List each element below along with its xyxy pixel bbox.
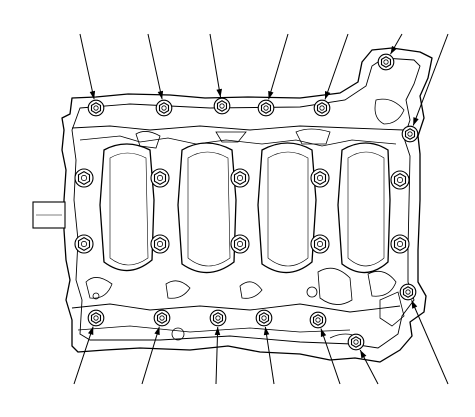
leader-lower-6-arrowhead	[360, 350, 367, 359]
perimeter-bolt-lower-3	[209, 309, 227, 327]
block-outer-outline	[61, 47, 433, 363]
perimeter-bolt-lower-1	[87, 309, 105, 327]
leader-lower-5-arrowhead	[320, 328, 327, 337]
bearing-bolt-10-center	[396, 240, 404, 248]
bearing-bolt-6-center	[80, 240, 88, 248]
leader-lower-3	[215, 326, 219, 385]
perimeter-bolt-lower-7	[399, 283, 417, 301]
casting-details	[85, 98, 405, 341]
perimeter-bolt-upper-4-center	[263, 105, 269, 111]
bearing-bolt-10	[390, 234, 410, 254]
leader-upper-4	[268, 33, 289, 100]
perimeter-bolt-lower-4-center	[261, 315, 267, 321]
perimeter-bolt-lower-1-center	[93, 315, 99, 321]
perimeter-bolt-upper-5	[313, 99, 331, 117]
bearing-bolt-1	[74, 168, 94, 188]
perimeter-bolt-upper-1	[87, 99, 105, 117]
leader-lower-4-arrowhead	[263, 326, 270, 336]
bearing-bolt-3-center	[236, 174, 244, 182]
leader-upper-1	[79, 33, 95, 100]
cylinder-opening-1	[99, 143, 155, 272]
perimeter-bolt-upper-2	[155, 99, 173, 117]
bottom-rail	[71, 303, 401, 313]
bearing-bolt-1-center	[80, 174, 88, 182]
leader-upper-3-arrowhead	[216, 88, 222, 98]
cylinder-opening-3	[257, 142, 317, 274]
bearing-bolt-9-center	[316, 240, 324, 248]
perimeter-bolt-upper-1-center	[93, 105, 99, 111]
bottom-rail-lower	[77, 325, 351, 333]
bearing-bolt-2	[150, 168, 170, 188]
perimeter-bolt-upper-7	[401, 125, 419, 143]
leader-upper-2-arrowhead	[157, 90, 164, 100]
perimeter-bolt-lower-6-center	[353, 339, 359, 345]
perimeter-bolt-lower-2-center	[159, 315, 165, 321]
bearing-bolt-4	[310, 168, 330, 188]
bolt-layer	[74, 53, 419, 351]
perimeter-bolt-upper-2-center	[161, 105, 167, 111]
top-rail	[71, 125, 405, 131]
leader-lower-1-arrowhead	[88, 326, 94, 335]
leader-upper-1-arrowhead	[89, 90, 96, 100]
perimeter-bolt-upper-4	[257, 99, 275, 117]
leader-upper-6-arrowhead	[390, 45, 397, 55]
leader-lower-1	[73, 326, 94, 385]
cylinder-opening-2	[177, 142, 237, 274]
cylinder-openings	[99, 142, 391, 274]
perimeter-bolt-lower-6	[347, 333, 365, 351]
perimeter-bolt-upper-6-center	[383, 59, 389, 65]
bearing-bolt-2-center	[156, 174, 164, 182]
top-rail-lower	[79, 135, 397, 147]
perimeter-bolt-lower-3-center	[215, 315, 221, 321]
perimeter-bolt-lower-5	[309, 311, 327, 329]
leader-lower-2	[141, 326, 160, 385]
leader-lower-2-arrowhead	[154, 326, 160, 336]
bearing-bolt-9	[310, 234, 330, 254]
perimeter-bolt-upper-3-center	[219, 103, 225, 109]
leader-lower-3-arrowhead	[214, 327, 221, 336]
perimeter-bolt-upper-6	[377, 53, 395, 71]
bearing-bolt-7-center	[156, 240, 164, 248]
leader-upper-7-arrowhead	[413, 117, 419, 126]
leader-upper-5	[324, 33, 349, 100]
perimeter-bolt-upper-3	[213, 97, 231, 115]
leader-lower-7-arrowhead	[411, 300, 418, 309]
leader-upper-2	[147, 33, 163, 100]
leader-upper-7	[412, 33, 449, 126]
perimeter-bolt-upper-5-center	[319, 105, 325, 111]
leader-layer	[73, 33, 449, 385]
perimeter-bolt-lower-7-center	[405, 289, 411, 295]
leader-lower-4	[264, 326, 275, 385]
bearing-bolt-3	[230, 168, 250, 188]
cylinder-inner-lines	[109, 151, 385, 267]
perimeter-bolt-lower-5-center	[315, 317, 321, 323]
bearing-bolt-8	[230, 234, 250, 254]
leader-upper-4-arrowhead	[268, 90, 274, 100]
bearing-bolt-5	[390, 170, 410, 190]
leader-lower-7	[411, 300, 449, 385]
leader-upper-5-arrowhead	[325, 91, 331, 100]
perimeter-bolt-lower-4	[255, 309, 273, 327]
leader-lower-5	[320, 328, 341, 385]
leader-upper-3	[209, 33, 222, 98]
perimeter-bolt-lower-2	[153, 309, 171, 327]
bearing-bolt-4-center	[316, 174, 324, 182]
cylinder-opening-4	[337, 142, 391, 274]
bearing-bolt-6	[74, 234, 94, 254]
bearing-bolt-7	[150, 234, 170, 254]
bearing-bolt-8-center	[236, 240, 244, 248]
bearing-bolt-5-center	[396, 176, 404, 184]
perimeter-bolt-upper-7-center	[407, 131, 413, 137]
